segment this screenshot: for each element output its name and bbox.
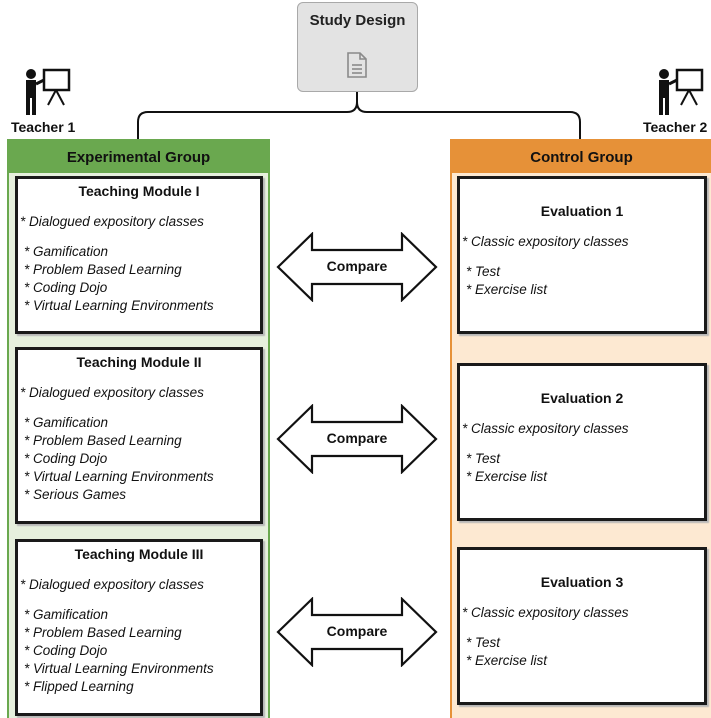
module-item: * Virtual Learning Environments — [24, 298, 214, 313]
evaluation-item: * Exercise list — [466, 653, 548, 668]
evaluation-2: Evaluation 2 * Classic expository classe… — [457, 363, 707, 521]
module-item: * Problem Based Learning — [24, 433, 182, 448]
evaluation-item: * Exercise list — [466, 282, 548, 297]
double-arrow-icon — [276, 231, 438, 303]
module-item: * Coding Dojo — [24, 643, 108, 658]
evaluation-item: * Test — [466, 635, 501, 650]
module-item: * Coding Dojo — [24, 280, 108, 295]
module-title: Teaching Module II — [76, 354, 202, 370]
module-item: * Virtual Learning Environments — [24, 661, 214, 676]
study-design-title: Study Design — [309, 12, 406, 29]
document-icon — [347, 52, 367, 78]
teaching-module-2: Teaching Module II * Dialogued expositor… — [15, 347, 263, 524]
compare-label: Compare — [326, 623, 388, 639]
evaluation-title: Evaluation 3 — [540, 574, 624, 590]
module-item: * Flipped Learning — [24, 679, 134, 694]
module-title: Teaching Module III — [74, 546, 204, 562]
module-item: * Gamification — [24, 244, 109, 259]
module-item: * Gamification — [24, 415, 109, 430]
double-arrow-icon — [276, 596, 438, 668]
double-arrow-icon — [276, 403, 438, 475]
compare-arrow-3: Compare — [276, 596, 438, 668]
module-intro: * Dialogued expository classes — [20, 385, 204, 400]
evaluation-intro: * Classic expository classes — [462, 605, 629, 620]
teacher-1-label: Teacher 1 — [11, 119, 76, 135]
evaluation-title: Evaluation 2 — [540, 390, 624, 406]
evaluation-1: Evaluation 1 * Classic expository classe… — [457, 176, 707, 334]
evaluation-title: Evaluation 1 — [540, 203, 624, 219]
evaluation-item: * Test — [466, 264, 501, 279]
module-intro: * Dialogued expository classes — [20, 214, 204, 229]
module-item: * Virtual Learning Environments — [24, 469, 214, 484]
compare-arrow-2: Compare — [276, 403, 438, 475]
compare-arrow-1: Compare — [276, 231, 438, 303]
experimental-group-title: Experimental Group — [9, 141, 268, 173]
tree-connector — [137, 92, 581, 139]
teacher-2-label: Teacher 2 — [643, 119, 708, 135]
control-group-title: Control Group — [452, 141, 711, 173]
teaching-module-3: Teaching Module III * Dialogued exposito… — [15, 539, 263, 716]
compare-label: Compare — [326, 430, 388, 446]
study-design-node: Study Design — [297, 2, 418, 92]
experimental-group: Experimental Group Teaching Module I * D… — [7, 139, 270, 718]
module-item: * Gamification — [24, 607, 109, 622]
module-item: * Serious Games — [24, 487, 127, 502]
module-item: * Coding Dojo — [24, 451, 108, 466]
teacher-2-icon — [659, 68, 704, 115]
teacher-1-icon — [26, 68, 71, 115]
evaluation-item: * Test — [466, 451, 501, 466]
module-title: Teaching Module I — [78, 183, 200, 199]
compare-label: Compare — [326, 258, 388, 274]
control-group: Control Group Evaluation 1 * Classic exp… — [450, 139, 711, 718]
evaluation-item: * Exercise list — [466, 469, 548, 484]
teaching-module-1: Teaching Module I * Dialogued expository… — [15, 176, 263, 334]
evaluation-intro: * Classic expository classes — [462, 234, 629, 249]
module-item: * Problem Based Learning — [24, 625, 182, 640]
module-intro: * Dialogued expository classes — [20, 577, 204, 592]
module-item: * Problem Based Learning — [24, 262, 182, 277]
evaluation-3: Evaluation 3 * Classic expository classe… — [457, 547, 707, 705]
evaluation-intro: * Classic expository classes — [462, 421, 629, 436]
